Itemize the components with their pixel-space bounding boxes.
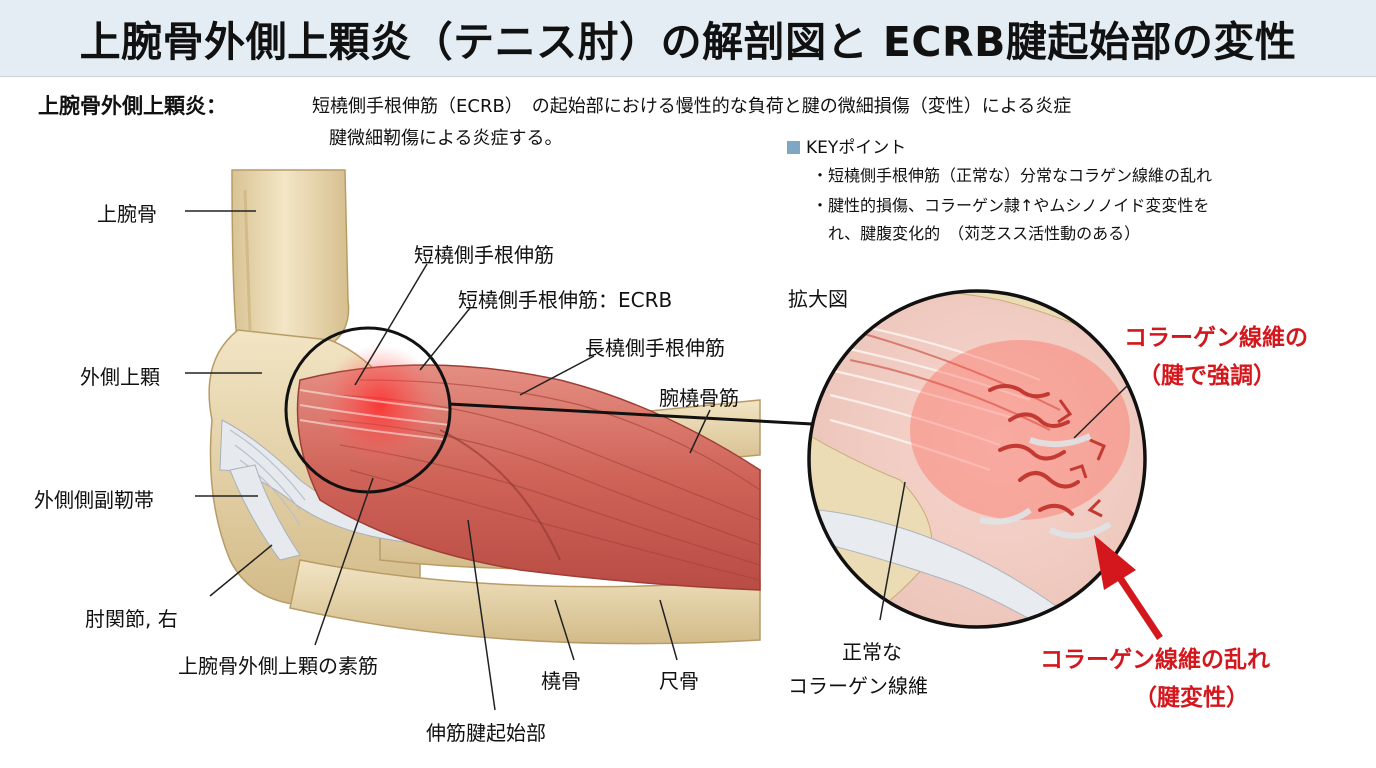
label-humerus: 上腕骨	[97, 202, 157, 226]
label-ecrb: 短橈側手根伸筋	[414, 243, 554, 267]
label-lateral-epicondyle: 外側上顆	[80, 365, 160, 389]
label-brachioradialis: 腕橈骨筋	[659, 386, 739, 410]
label-collagen-disorder-line1: コラーゲン線維の乱れ	[1040, 647, 1270, 673]
key-points-title: KEYポイント	[806, 138, 907, 158]
magnified-view	[807, 289, 1147, 629]
label-collagen-disorder-line2: （腱変性）	[1134, 685, 1249, 711]
key-point-item: ・短橈側手根伸筋（正常な）分常なコラゲン線維の乱れ	[812, 166, 1213, 185]
label-collagen-highlight-line1: コラーゲン線維の	[1124, 325, 1308, 351]
key-point-item: れ、腱腹変化的 （苅芝スス活性動のある）	[812, 224, 1141, 243]
page-title: 上腕骨外側上顆炎（テニス肘）の解剖図と ECRB腱起始部の変性	[79, 18, 1297, 66]
label-elbow-joint: 肘関節, 右	[85, 607, 178, 631]
title-band	[0, 0, 1376, 77]
label-normal-collagen-line1: 正常な	[842, 640, 902, 664]
label-common-extensor: 上腕骨外側上顆の素筋	[178, 654, 378, 678]
label-ulna: 尺骨	[659, 669, 699, 693]
label-magnified: 拡大図	[788, 287, 848, 311]
label-radius: 橈骨	[541, 669, 581, 693]
red-arrow-icon	[1094, 535, 1163, 640]
label-normal-collagen-line2: コラーゲン線維	[788, 674, 928, 698]
origin-highlight-circle	[284, 326, 813, 494]
key-points-heading: KEYポイント	[787, 133, 906, 158]
label-collagen-highlight-line2: （腱で強調）	[1138, 363, 1276, 389]
definition-text-line-2: 腱微細靭傷による炎症する。	[329, 128, 563, 149]
definition-heading: 上腕骨外側上顆炎：	[38, 94, 227, 118]
label-lateral-collateral-ligament: 外側側副靭帯	[34, 488, 154, 512]
label-ecrl: 長橈側手根伸筋	[585, 336, 725, 360]
key-point-item: ・腱性的損傷、コラーゲン隷↑やムシノノイド変変性を	[812, 196, 1210, 215]
leader-lines	[185, 210, 1129, 711]
label-extensor-origin: 伸筋腱起始部	[426, 721, 546, 745]
square-bullet-icon	[787, 141, 800, 154]
label-ecrb-abbr: 短橈側手根伸筋：ECRB	[458, 288, 673, 312]
definition-text-line-1: 短橈側手根伸筋（ECRB） の起始部における慢性的な負荷と腱の微細損傷（変性）に…	[312, 96, 1072, 117]
